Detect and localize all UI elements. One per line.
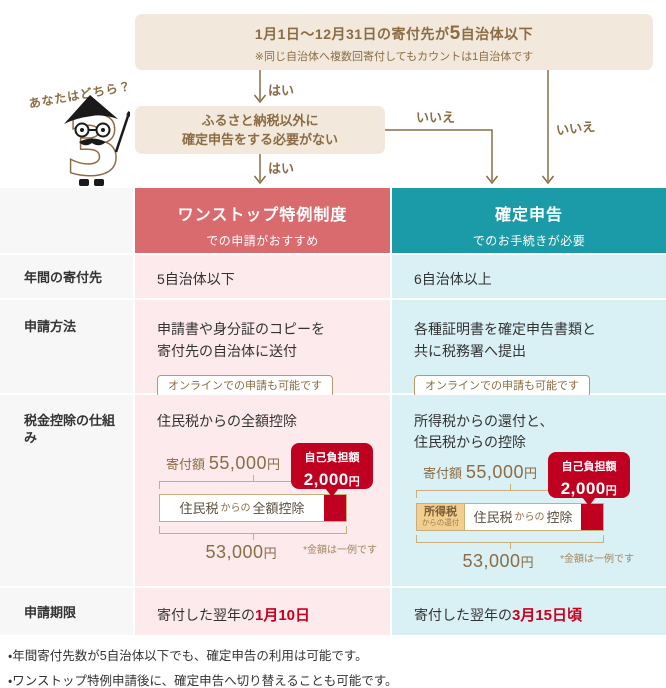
footnote-2: ・ワンストップ特例申請後に、確定申告へ切り替えることも可能です。 <box>8 674 398 688</box>
self-pay-amount: 2,000円 <box>303 470 361 489</box>
online-badge-right: オンラインでの申請も可能です <box>414 375 590 398</box>
deduction-bar-right: 所得税 からの還付 住民税からの控除 <box>416 503 604 531</box>
row-label-method: 申請方法 <box>0 300 133 393</box>
top-box-note: ※同じ自治体へ複数回寄付してもカウントは1自治体です <box>254 51 534 63</box>
deduction-bar-left: 住民税からの全額控除 <box>159 494 347 522</box>
example-note-left: *金額は一例です <box>303 545 377 556</box>
deadline-left-cell: 寄付した翌年の1月10日 <box>135 588 390 635</box>
deduction-left-heading: 住民税からの全額控除 <box>157 413 297 429</box>
donation-amount-left: 寄付額 55,000円 <box>166 453 280 473</box>
method-left-cell: 申請書や身分証のコピーを 寄付先の自治体に送付 オンラインでの申請も可能です <box>135 300 390 398</box>
onestop-title: ワンストップ特例制度 <box>177 207 348 224</box>
deadline-left-prefix: 寄付した翌年の <box>157 607 255 623</box>
top-box-line1: 1月1日～12月31日の寄付先が5自治体以下 <box>254 23 534 44</box>
taxreturn-title: 確定申告 <box>494 207 563 224</box>
deadline-right-prefix: 寄付した翌年の <box>414 607 512 623</box>
middle-box-line1: ふるさと納税以外に <box>201 113 319 128</box>
deduction-right-heading-line1: 所得税からの還付と、 <box>414 413 554 429</box>
deadline-left-date: 1月10日 <box>255 607 311 624</box>
decision-flowchart: 1月1日～12月31日の寄付先が5自治体以下 ※同じ自治体へ複数回寄付してもカウ… <box>0 0 666 188</box>
income-tax-segment: 所得税 からの還付 <box>417 504 465 530</box>
footnote-1: ・年間寄付先数が5自治体以下でも、確定申告の利用は可能です。 <box>8 649 368 663</box>
row-label-deduction: 税金控除の仕組み <box>0 395 133 586</box>
self-pay-segment-left <box>324 495 346 521</box>
flow-top-condition-box: 1月1日～12月31日の寄付先が5自治体以下 ※同じ自治体へ複数回寄付してもカウ… <box>135 14 653 70</box>
onestop-subtitle: での申請がおすすめ <box>206 234 319 248</box>
span-bracket-bottom-right <box>416 535 604 549</box>
middle-box-line2: 確定申告をする必要がない <box>181 132 338 147</box>
header-onestop: ワンストップ特例制度 での申請がおすすめ <box>135 188 390 253</box>
donees-left-value: 5自治体以下 <box>135 255 390 298</box>
method-right-cell: 各種証明書を確定申告書類と 共に税務署へ提出 オンラインでの申請も可能です <box>392 300 666 398</box>
self-pay-label: 自己負担額 <box>304 452 360 464</box>
boots-icon <box>79 179 104 186</box>
hat-icon <box>64 95 118 124</box>
self-pay-bubble-left: 自己負担額 2,000円 <box>291 443 373 497</box>
span-bracket-bottom-left <box>159 526 347 540</box>
self-pay-bubble-right: 自己負担額 2,000円 <box>548 452 630 506</box>
deduction-chart-left: 自己負担額 2,000円 寄付額 55,000円 住民税からの全額控除 53,0… <box>159 443 378 564</box>
row-label-deadline: 申請期限 <box>0 588 133 635</box>
donees-right-value: 6自治体以上 <box>392 255 666 298</box>
header-empty-cell <box>0 188 133 253</box>
deduction-left-cell: 住民税からの全額控除 自己負担額 2,000円 寄付額 55,000円 住民税か… <box>135 395 390 586</box>
method-right-line1: 各種証明書を確定申告書類と <box>414 321 596 337</box>
self-pay-label: 自己負担額 <box>561 461 617 473</box>
pointer-stick-icon <box>114 111 130 153</box>
flow-label-no-2: いいえ <box>555 118 596 138</box>
resident-tax-segment-right: 住民税からの控除 <box>473 509 573 525</box>
mustache-icon <box>79 138 106 146</box>
deduction-chart-right: 自己負担額 2,000円 寄付額 55,000円 所得税 からの還付 住民税から… <box>416 452 635 573</box>
deduction-right-cell: 所得税からの還付と、 住民税からの控除 自己負担額 2,000円 寄付額 55,… <box>392 395 666 586</box>
taxreturn-subtitle: でのお手続きが必要 <box>472 234 586 248</box>
self-pay-amount: 2,000円 <box>560 479 618 498</box>
mascot-number3-icon: 3 <box>64 95 130 188</box>
deducted-amount-right: 53,000円 <box>462 551 534 571</box>
flow-middle-condition-box: ふるさと納税以外に 確定申告をする必要がない <box>135 106 385 154</box>
footnotes: ・年間寄付先数が5自治体以下でも、確定申告の利用は可能です。 ・ワンストップ特例… <box>8 644 658 688</box>
deadline-right-date: 3月15日頃 <box>512 607 583 624</box>
deducted-amount-left: 53,000円 <box>205 542 277 562</box>
online-badge-left: オンラインでの申請も可能です <box>157 375 333 398</box>
flow-label-yes-1: はい <box>268 83 295 98</box>
bubble-pointer-icon <box>582 497 596 506</box>
flow-label-yes-2: はい <box>268 161 295 176</box>
self-pay-segment-right <box>581 504 603 530</box>
method-left-line1: 申請書や身分証のコピーを <box>157 321 325 337</box>
deducted-row-left: 53,000円 *金額は一例です <box>159 540 378 564</box>
method-left-line2: 寄付先の自治体に送付 <box>157 343 297 359</box>
donation-amount-right: 寄付額 55,000円 <box>423 462 537 482</box>
method-right-line2: 共に税務署へ提出 <box>414 343 526 359</box>
example-note-right: *金額は一例です <box>560 554 634 565</box>
deadline-right-cell: 寄付した翌年の3月15日頃 <box>392 588 666 635</box>
header-taxreturn: 確定申告 でのお手続きが必要 <box>392 188 666 253</box>
bubble-pointer-icon <box>325 488 339 497</box>
comparison-table: ワンストップ特例制度 での申請がおすすめ 確定申告 でのお手続きが必要 年間の寄… <box>0 188 666 635</box>
row-label-donees: 年間の寄付先 <box>0 255 133 298</box>
highlight-count: 5 <box>449 23 461 44</box>
deduction-right-heading-line2: 住民税からの控除 <box>414 434 526 450</box>
deducted-row-right: 53,000円 *金額は一例です <box>416 549 635 573</box>
flow-label-no-1: いいえ <box>416 110 456 125</box>
resident-tax-segment-left: 住民税からの全額控除 <box>179 500 305 516</box>
